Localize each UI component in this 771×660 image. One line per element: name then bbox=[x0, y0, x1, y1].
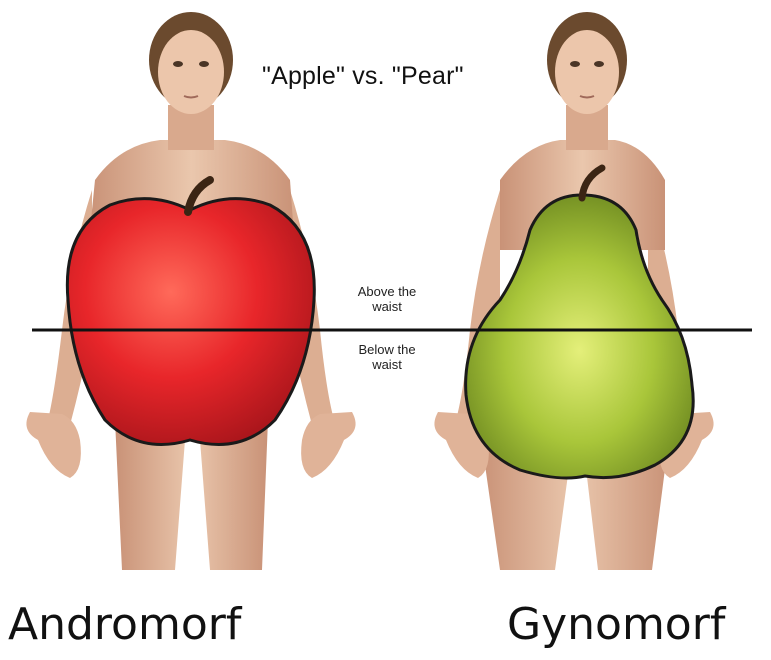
below-waist-line1: Below the bbox=[322, 342, 452, 357]
caption-gynomorf: Gynomorf bbox=[507, 603, 725, 647]
below-waist-line2: waist bbox=[322, 357, 452, 372]
above-waist-label: Above the waist bbox=[322, 284, 452, 314]
below-waist-label: Below the waist bbox=[322, 342, 452, 372]
left-figure bbox=[26, 12, 355, 570]
caption-andromorf: Andromorf bbox=[8, 603, 241, 647]
diagram-title: "Apple" vs. "Pear" bbox=[262, 62, 464, 91]
above-waist-line1: Above the bbox=[322, 284, 452, 299]
above-waist-line2: waist bbox=[322, 299, 452, 314]
right-figure bbox=[434, 12, 713, 570]
